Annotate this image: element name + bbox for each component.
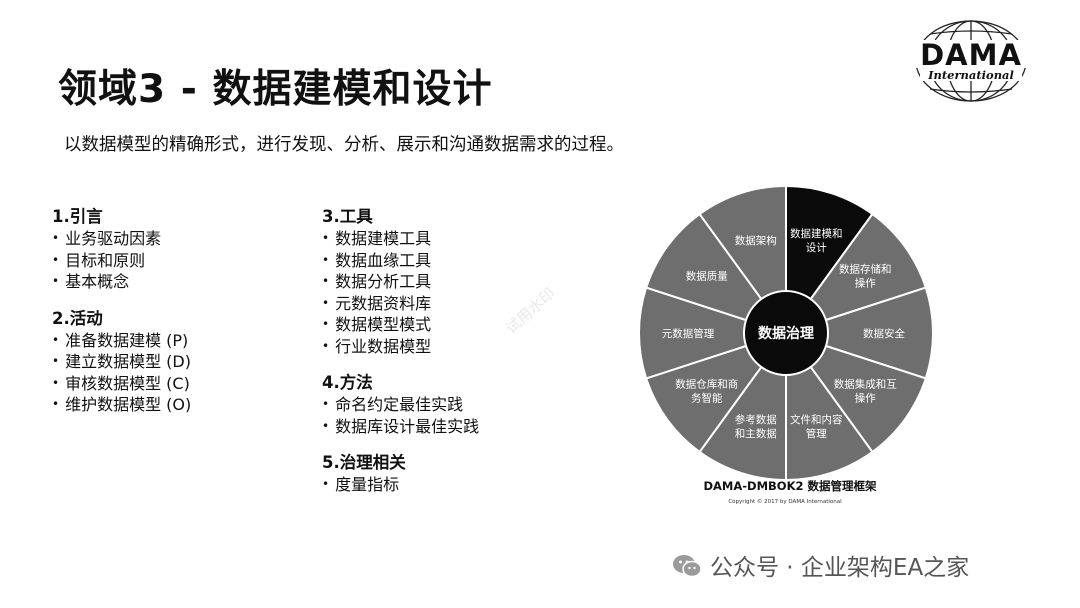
bullet-icon: • (52, 231, 60, 245)
footer-attribution: 公众号 · 企业架构EA之家 (672, 548, 969, 582)
bullet-icon: • (322, 338, 330, 353)
section-heading: 3.工具 (322, 207, 373, 226)
bullet-icon: • (52, 332, 60, 347)
wheel-segment-label: 元数据管理 (662, 327, 715, 340)
section-item: • 度量指标 (322, 474, 479, 496)
bullet-icon: • (322, 418, 330, 433)
section-item: • 业务驱动因素 (52, 228, 191, 250)
outline-section: 5.治理相关 • 度量指标 (322, 452, 479, 496)
section-item: • 目标和原则 (52, 250, 191, 272)
outline-section: 2.活动 • 准备数据建模 (P) • 建立数据模型 (D) • 审核数据模型 (C) • 维护… (52, 308, 191, 416)
section-item: • 维护数据模型 (O) (52, 394, 191, 416)
section-item: • 数据库设计最佳实践 (322, 416, 479, 438)
section-item: • 行业数据模型 (322, 336, 479, 358)
wheel-segment-label: 文件和内容管理 (790, 413, 843, 440)
section-item: • 命名约定最佳实践 (322, 394, 479, 416)
section-item: • 数据建模工具 (322, 228, 479, 250)
section-item: • 元数据资料库 (322, 293, 479, 315)
wheel-segment-label: 数据安全 (863, 327, 905, 340)
bullet-icon: • (52, 354, 60, 368)
wheel-segment (638, 286, 790, 380)
section-item-label: 行业数据模型 (335, 336, 432, 356)
wheel-segment-label: 数据建模和设计 (790, 227, 843, 254)
section-item-label: 数据建模工具 (335, 229, 432, 248)
section-item: • 数据分析工具 (322, 271, 479, 293)
wheel-center (743, 290, 829, 376)
section-item-label: 目标和原则 (65, 250, 146, 270)
wheel-segment (644, 331, 789, 454)
section-item: • 建立数据模型 (D) (52, 351, 191, 373)
section-heading: 4.方法 (322, 373, 373, 392)
section-heading: 1.引言 (52, 207, 103, 226)
bullet-icon: • (52, 375, 60, 390)
section-item-label: 数据模型模式 (335, 315, 432, 334)
outline-column-right: 3.工具•数据建模工具•数据血缘工具•数据分析工具•元数据资料库•数据模型模式•… (322, 206, 479, 511)
dmbok-wheel-diagram: 数据建模和设计数据存储和操作数据安全数据集成和互操作文件和内容管理参考数据和主数… (638, 184, 934, 482)
wheel-segment-label: 数据集成和互操作 (834, 378, 897, 405)
bullet-icon: • (322, 252, 330, 267)
bullet-icon: • (322, 295, 330, 310)
outline-section: 3.工具•数据建模工具•数据血缘工具•数据分析工具•元数据资料库•数据模型模式•… (322, 206, 479, 357)
dama-international-logo: DAMA International (908, 20, 1034, 102)
bullet-icon: • (52, 397, 60, 411)
bullet-icon: • (52, 252, 60, 267)
bullet-icon: • (322, 397, 330, 411)
wheel-segment (782, 286, 934, 380)
section-item: • 审核数据模型 (C) (52, 373, 191, 395)
footer-text: 公众号 · 企业架构EA之家 (710, 555, 970, 581)
bullet-icon: • (322, 317, 330, 331)
wheel-segment-label: 参考数据和主数据 (735, 413, 777, 440)
section-item-label: 命名约定最佳实践 (335, 395, 464, 414)
section-item-label: 元数据资料库 (335, 293, 432, 313)
wheel-segment-label: 数据质量 (686, 269, 728, 282)
section-item-label: 度量指标 (335, 475, 400, 494)
diagram-copyright: Copyright © 2017 by DAMA International (728, 499, 842, 505)
outline-column-left: 1.引言 • 业务驱动因素 • 目标和原则 • 基本概念 2.活动 • 准备数据建模 (P) • 建立… (52, 206, 191, 431)
section-item: • 准备数据建模 (P) (52, 330, 191, 352)
section-heading: 2.活动 (52, 308, 103, 328)
section-item-label: 基本概念 (65, 272, 130, 291)
bullet-icon: • (52, 274, 60, 288)
section-item-label: 审核数据模型 (C) (65, 373, 190, 393)
section-item-label: 维护数据模型 (O) (65, 395, 192, 414)
bullet-icon: • (322, 274, 330, 288)
section-item-label: 准备数据建模 (P) (65, 330, 189, 350)
bullet-icon: • (322, 231, 330, 245)
wechat-icon (673, 555, 702, 578)
logo-wordmark: DAMA (920, 38, 1022, 72)
wheel-segment (783, 212, 928, 335)
trial-watermark: 试用水印 (502, 284, 559, 338)
page-title: 领域3 - 数据建模和设计 (58, 67, 493, 112)
outline-section: 1.引言 • 业务驱动因素 • 目标和原则 • 基本概念 (52, 206, 191, 293)
section-heading: 5.治理相关 (322, 453, 406, 472)
section-item-label: 业务驱动因素 (65, 229, 162, 248)
section-item: • 基本概念 (52, 271, 191, 293)
section-item: • 数据模型模式 (322, 314, 479, 336)
outline-section: 4.方法 • 命名约定最佳实践 • 数据库设计最佳实践 (322, 372, 479, 437)
wheel-segment-label: 数据架构 (735, 234, 777, 247)
wheel-center-label: 数据治理 (758, 325, 814, 342)
section-item-label: 建立数据模型 (D) (65, 352, 191, 371)
wheel-segment (644, 212, 789, 335)
section-item-label: 数据血缘工具 (335, 250, 432, 270)
bullet-icon: • (322, 477, 330, 491)
page-subtitle: 以数据模型的精确形式，进行发现、分析、展示和沟通数据需求的过程。 (64, 135, 624, 155)
section-item-label: 数据库设计最佳实践 (335, 416, 480, 436)
diagram-caption: DAMA-DMBOK2 数据管理框架 (703, 479, 877, 493)
section-item-label: 数据分析工具 (335, 272, 432, 291)
wheel-segment (783, 331, 928, 454)
wheel-segment-label: 数据存储和操作 (839, 262, 892, 289)
section-item: • 数据血缘工具 (322, 250, 479, 272)
wheel-segment-label: 数据仓库和商务智能 (675, 378, 738, 405)
logo-subtitle: International (927, 68, 1014, 82)
